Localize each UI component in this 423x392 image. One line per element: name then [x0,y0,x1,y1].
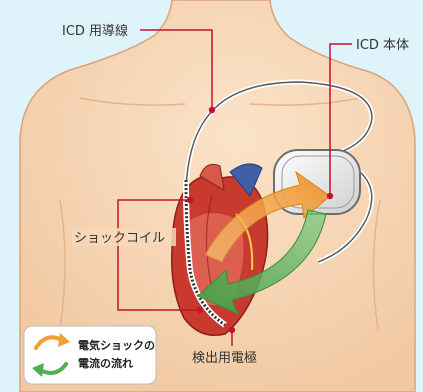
label-sensing-electrode: 検出用電極 [192,350,257,366]
label-icd-lead: ICD 用導線 [62,23,128,39]
callout-dot-coil-bottom [197,307,203,313]
legend-line-1: 電気ショックの [78,338,155,352]
label-shock-coil: ショックコイル [74,231,165,246]
legend: 電気ショックの 電流の流れ [24,326,156,384]
callout-dot-coil-top [187,197,193,203]
callout-dot-sensing [229,327,235,333]
legend-line-2: 電流の流れ [78,356,133,370]
callout-dot-body [327,193,333,199]
label-icd-body: ICD 本体 [356,38,409,53]
callout-dot-lead [209,107,215,113]
